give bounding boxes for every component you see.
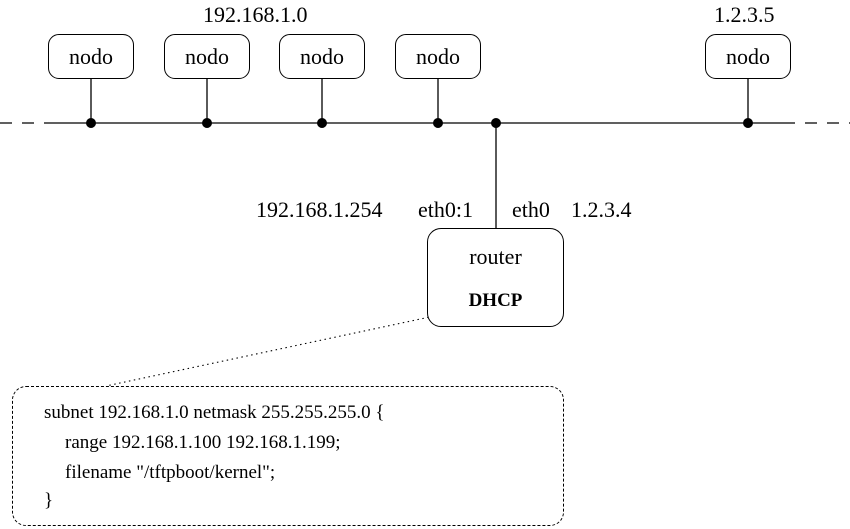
node-label: nodo [726,44,770,69]
remote-host-label: 1.2.3.5 [714,2,775,27]
node-3: nodo [279,34,365,79]
node-5: nodo [705,34,791,79]
router-box: router DHCP [427,228,564,327]
router-label: router [469,244,522,269]
config-line: range 192.168.1.100 192.168.1.199; [65,432,341,453]
router-iface-ip: 1.2.3.4 [571,197,632,222]
config-line: filename "/tftpboot/kernel"; [65,462,276,483]
node-label: nodo [69,44,113,69]
node-4: nodo [395,34,481,79]
node-1: nodo [48,34,134,79]
node-1-junction [86,118,96,128]
node-2-junction [202,118,212,128]
config-line: } [44,490,54,511]
dhcp-service-label: DHCP [468,290,523,311]
node-5-junction [743,118,753,128]
dhcp-callout-line [105,310,459,387]
node-4-junction [433,118,443,128]
node-2: nodo [164,34,250,79]
subnet-label: 192.168.1.0 [203,2,308,27]
node-label: nodo [300,44,344,69]
node-label: nodo [185,44,229,69]
dhcp-config-box: subnet 192.168.1.0 netmask 255.255.255.0… [12,386,564,526]
router-alias-ip: 192.168.1.254 [256,197,383,222]
node-3-junction [317,118,327,128]
router-iface: eth0 [512,197,550,222]
config-line: subnet 192.168.1.0 netmask 255.255.255.0… [44,402,385,423]
node-label: nodo [416,44,460,69]
router-alias-iface: eth0:1 [418,197,473,222]
